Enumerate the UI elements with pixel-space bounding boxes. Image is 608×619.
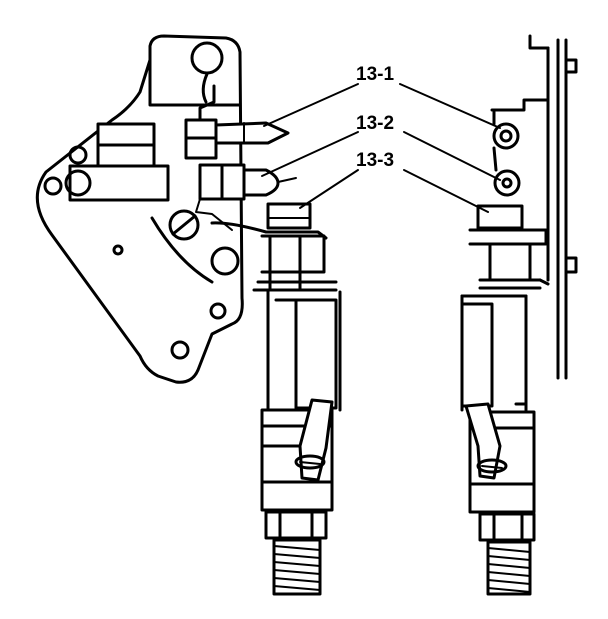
side-electrode-13-1 <box>492 110 520 150</box>
threaded-nipple-left <box>272 538 322 596</box>
callout-13-3: 13-3 <box>356 150 394 171</box>
callout-13-2: 13-2 <box>356 113 394 134</box>
electrode-holder-upper <box>184 84 290 160</box>
leader-13-1-right <box>399 83 501 129</box>
leader-lines <box>261 83 501 213</box>
pilot-hood-left <box>252 202 338 292</box>
threaded-nipple-right <box>486 540 532 596</box>
callout-13-1: 13-1 <box>356 64 394 85</box>
pilot-tube-right <box>460 294 528 412</box>
leader-13-3-right <box>403 169 489 213</box>
side-mounting-rail <box>490 34 578 380</box>
bracket-plate <box>35 34 244 384</box>
leader-13-2-right <box>403 131 501 181</box>
orifice-fitting-left <box>260 398 334 540</box>
pilot-tube-left <box>266 288 342 412</box>
leader-13-3-left <box>299 169 359 209</box>
bracket-mount-holes <box>43 41 240 360</box>
orifice-fitting-right <box>464 402 536 542</box>
leader-13-2-left <box>261 131 359 177</box>
pilot-hood-right <box>468 204 548 290</box>
leader-13-1-left <box>263 83 359 127</box>
electrode-holder-lower <box>195 163 297 231</box>
side-electrode-13-2 <box>492 146 521 197</box>
adjusting-screw <box>150 209 328 284</box>
igniter-blocks <box>64 122 170 202</box>
